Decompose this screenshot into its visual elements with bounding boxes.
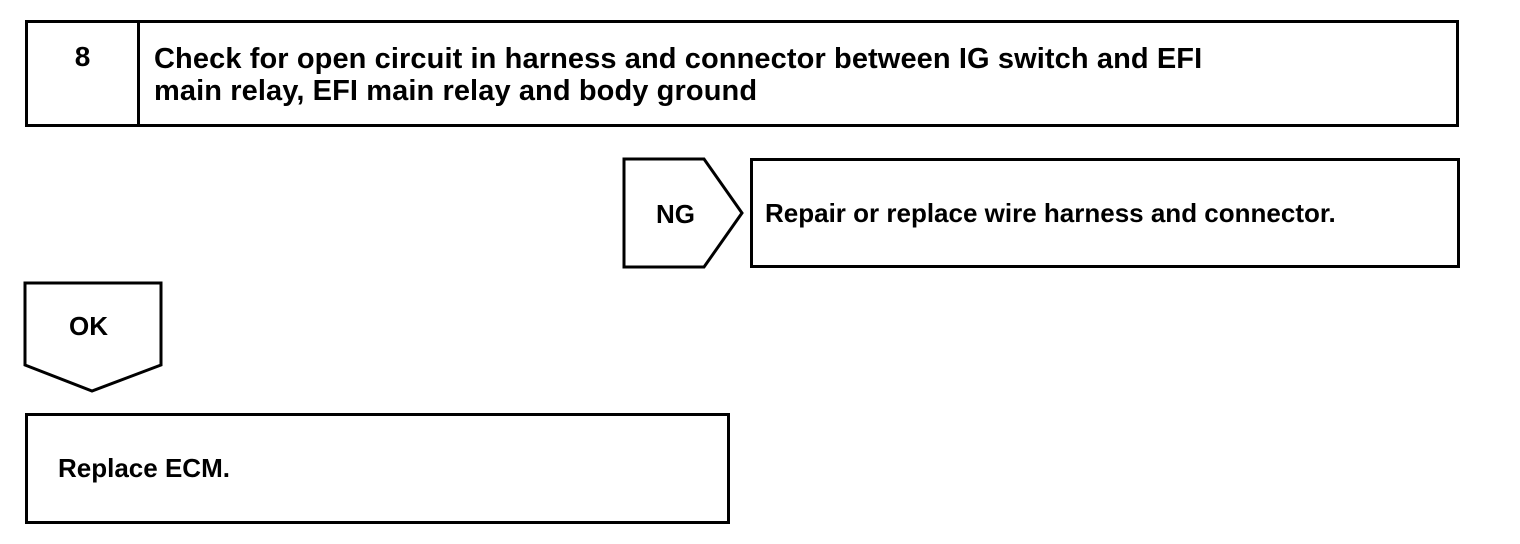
ok-label: OK — [69, 311, 108, 341]
step-description-line-1: Check for open circuit in harness and co… — [154, 43, 1203, 75]
ng-result-text: Repair or replace wire harness and conne… — [765, 197, 1336, 228]
step-description: Check for open circuit in harness and co… — [154, 43, 1436, 107]
ok-result-text: Replace ECM. — [58, 453, 230, 483]
ok-result-box: Replace ECM. — [25, 413, 730, 524]
ng-label: NG — [656, 199, 695, 229]
step-box: 8 Check for open circuit in harness and … — [25, 20, 1459, 127]
step-description-line-2: main relay, EFI main relay and body grou… — [154, 75, 758, 107]
ng-result-box: Repair or replace wire harness and conne… — [750, 158, 1460, 268]
step-number: 8 — [28, 23, 140, 124]
